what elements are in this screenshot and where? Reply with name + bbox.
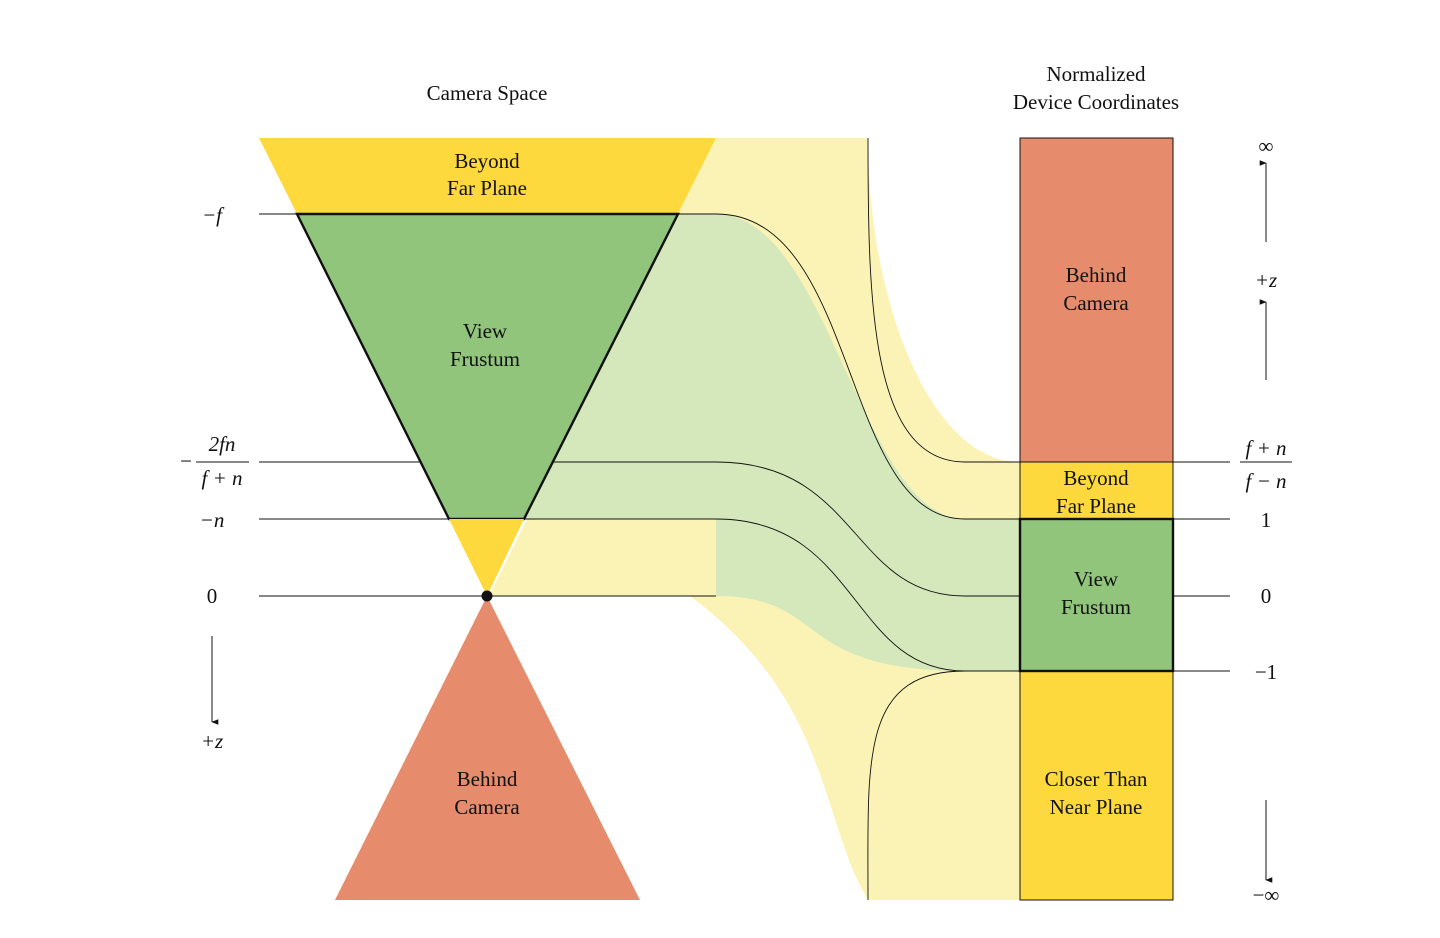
heading-ndc-line2: Device Coordinates [1013, 90, 1179, 114]
ndc-view-label-1: View [1074, 567, 1119, 591]
heading-ndc-line1: Normalized [1046, 62, 1146, 86]
right-label-neg-inf: −∞ [1253, 883, 1280, 907]
left-label-zero: 0 [207, 584, 218, 608]
ndc-closer-label-1: Closer Than [1045, 767, 1148, 791]
left-label-neg-f: −f [202, 203, 225, 227]
curve-near-plane [524, 518, 1020, 672]
right-frac-denominator: f − n [1245, 469, 1286, 493]
curve-fn-level [553, 461, 1020, 597]
ndc-beyond-far-region [1019, 461, 1174, 520]
curve-far-plane [678, 213, 1020, 520]
camera-behind-label-2: Camera [454, 795, 520, 819]
right-label-one: 1 [1261, 508, 1272, 532]
camera-view-label-1: View [463, 319, 508, 343]
ndc-closer-region [1019, 670, 1174, 901]
camera-behind-region [335, 596, 640, 900]
left-label-z: +z [201, 729, 223, 753]
right-label-zero: 0 [1261, 584, 1272, 608]
curve-outer-left [867, 137, 1020, 463]
left-frac-sign: − [180, 449, 192, 473]
camera-near-region [449, 519, 524, 596]
camera-view-label-2: Frustum [450, 347, 520, 371]
ndc-view-label-2: Frustum [1061, 595, 1131, 619]
ndc-beyond-far-label-2: Far Plane [1056, 494, 1136, 518]
camera-beyond-far-region [259, 138, 716, 214]
mapping-band-frustum [524, 214, 1020, 671]
left-frac-numerator: 2fn [209, 432, 236, 456]
ndc-behind-label-1: Behind [1066, 263, 1127, 287]
right-label-neg-one: −1 [1255, 660, 1277, 684]
camera-behind-label-1: Behind [457, 767, 518, 791]
ndc-behind-label-2: Camera [1063, 291, 1129, 315]
ndc-view-frustum-region [1018, 517, 1175, 673]
camera-beyond-far-label-1: Beyond [454, 149, 520, 173]
heading-camera-space: Camera Space [427, 81, 548, 105]
camera-origin-dot [481, 590, 493, 602]
left-frac-denominator: f + n [201, 466, 242, 490]
left-label-neg-n: −n [200, 508, 225, 532]
ndc-closer-label-2: Near Plane [1050, 795, 1143, 819]
curve-outer-bottom [867, 670, 1020, 901]
right-label-inf: ∞ [1259, 134, 1274, 158]
camera-beyond-far-label-2: Far Plane [447, 176, 527, 200]
ndc-beyond-far-label-1: Beyond [1063, 466, 1129, 490]
right-frac-numerator: f + n [1245, 436, 1286, 460]
right-label-z: +z [1255, 268, 1277, 292]
